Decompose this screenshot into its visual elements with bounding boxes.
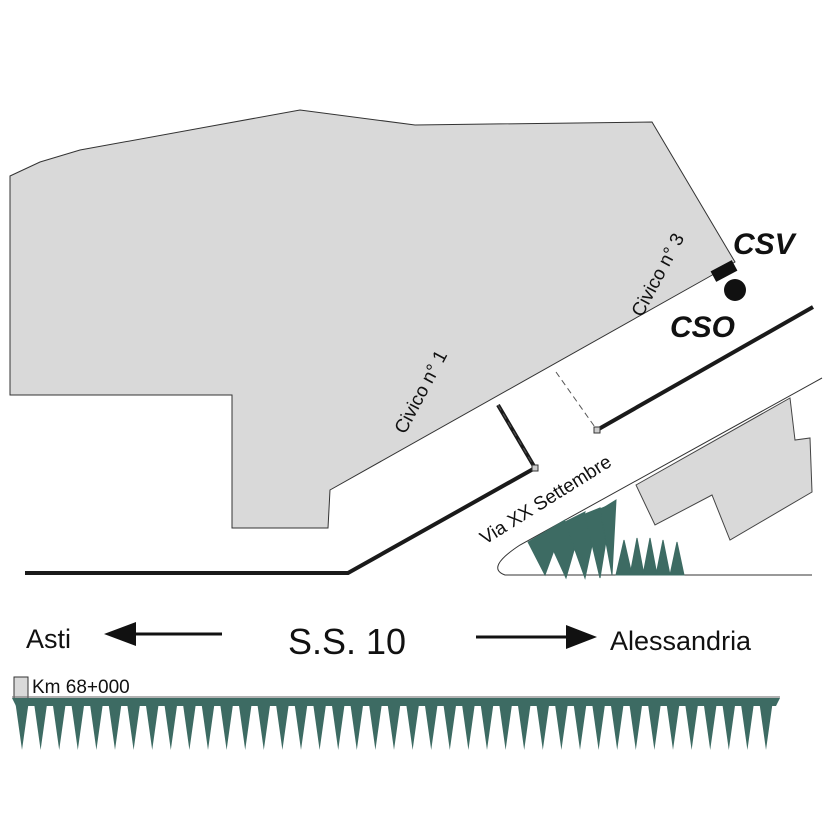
roadside-tree	[275, 700, 290, 750]
island-tree	[599, 499, 617, 576]
roadside-tree	[535, 700, 550, 750]
roadside-tree-row	[12, 698, 780, 750]
east-arrow-icon	[566, 625, 597, 649]
roadside-tree	[312, 700, 327, 750]
roadside-tree	[89, 700, 104, 750]
road-edge-west	[25, 403, 538, 575]
roadside-tree	[182, 700, 197, 750]
roadside-tree	[498, 700, 513, 750]
roadside-tree	[126, 700, 141, 750]
roadside-tree	[759, 700, 773, 750]
cso-symbol	[724, 279, 746, 301]
cso-label: CSO	[670, 311, 735, 344]
traffic-island	[497, 377, 823, 576]
roadside-tree	[628, 700, 643, 750]
roadside-tree	[703, 700, 718, 750]
csv-label: CSV	[733, 228, 798, 261]
secondary-building	[635, 397, 813, 541]
roadside-tree	[33, 700, 48, 750]
roadside-tree	[349, 700, 364, 750]
driveway-dash-1	[497, 404, 536, 469]
island-tree	[615, 539, 633, 576]
roadside-tree	[740, 700, 755, 750]
roadside-tree	[15, 700, 29, 750]
roadside-tree	[721, 700, 736, 750]
island-tree	[655, 539, 671, 576]
island-tree	[642, 537, 658, 576]
roadside-tree	[256, 700, 271, 750]
roadside-tree	[145, 700, 160, 750]
roadside-tree	[573, 700, 587, 750]
roadside-tree	[591, 700, 606, 750]
island-trees	[527, 499, 685, 580]
island-tree	[669, 541, 685, 576]
roadside-tree	[480, 700, 494, 750]
road-label: S.S. 10	[288, 621, 406, 662]
roadside-tree	[201, 700, 215, 750]
roadside-tree	[666, 700, 680, 750]
island-tree	[629, 537, 645, 576]
building-parcel	[9, 109, 736, 529]
roadside-tree	[424, 700, 439, 750]
roadside-tree	[684, 700, 699, 750]
km-marker-label: Km 68+000	[32, 677, 130, 698]
roadside-tree	[610, 700, 625, 750]
west-arrow-icon	[104, 622, 136, 646]
roadside-tree	[647, 700, 662, 750]
roadside-tree	[368, 700, 383, 750]
roadside-tree	[163, 700, 178, 750]
gate-post-1	[531, 464, 539, 472]
roadside-tree	[108, 700, 122, 750]
west-destination-label: Asti	[26, 624, 71, 654]
roadside-tree	[387, 700, 401, 750]
east-destination-label: Alessandria	[610, 626, 752, 656]
roadside-tree	[52, 700, 67, 750]
roadside-tree	[554, 700, 569, 750]
roadside-tree	[70, 700, 85, 750]
roadside-tree	[405, 700, 420, 750]
roadside-tree	[517, 700, 532, 750]
roadside-tree	[219, 700, 234, 750]
csv-symbol	[710, 260, 738, 282]
road-edge-east	[596, 305, 814, 432]
driveway-dash-2	[555, 371, 598, 431]
roadside-tree	[442, 700, 457, 750]
roadside-tree	[238, 700, 253, 750]
km-marker-post	[13, 676, 29, 700]
roadside-tree	[461, 700, 476, 750]
roadside-tree	[331, 700, 346, 750]
gate-post-2	[593, 426, 601, 434]
roadside-tree	[294, 700, 308, 750]
